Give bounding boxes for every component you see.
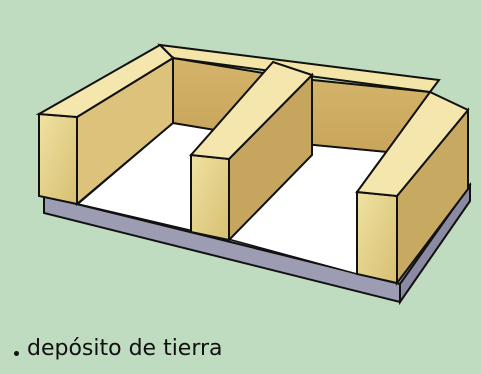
caption-text: depósito de tierra bbox=[27, 336, 223, 361]
right-wall-top bbox=[355, 90, 470, 198]
left-wall-top bbox=[35, 43, 175, 119]
bullet-icon bbox=[14, 350, 19, 356]
middle-divider-front bbox=[190, 153, 230, 242]
right-wall-front bbox=[356, 190, 398, 285]
caption-row: depósito de tierra bbox=[14, 338, 223, 360]
middle-divider-top bbox=[188, 60, 314, 161]
left-wall-front bbox=[38, 112, 78, 206]
